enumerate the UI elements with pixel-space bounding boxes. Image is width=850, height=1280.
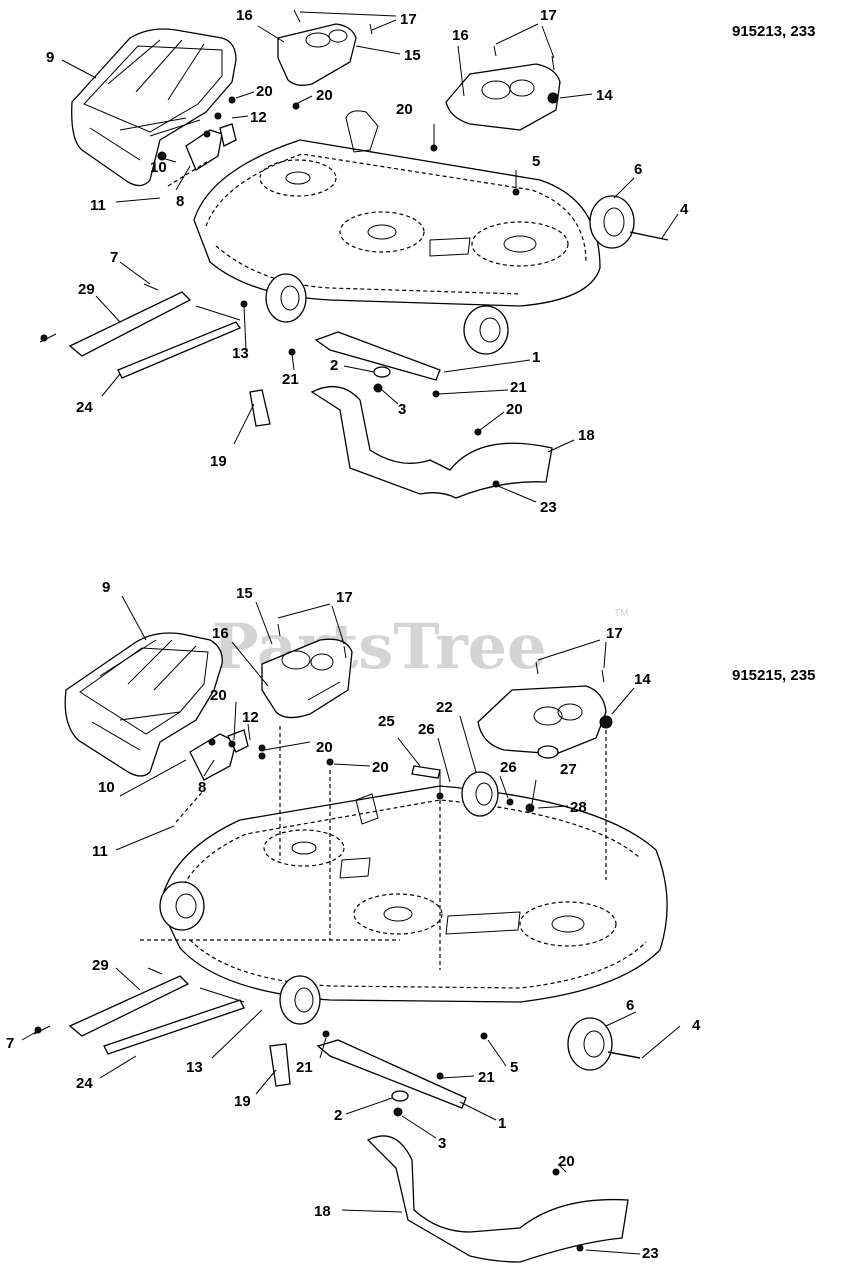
- callout-21-upper-a: 21: [282, 371, 299, 388]
- callout-20-lower-b: 20: [316, 739, 333, 756]
- baffle-upper: [310, 385, 553, 499]
- gauge-wheels-upper: [265, 195, 669, 355]
- belt-cover-left-upper: [277, 23, 357, 86]
- model-number-upper: 915213, 233: [732, 23, 815, 40]
- callout-20-upper-d: 20: [506, 401, 523, 418]
- callout-24-lower: 24: [76, 1075, 93, 1092]
- callout-20-upper-c: 20: [396, 101, 413, 118]
- callout-23-upper: 23: [540, 499, 557, 516]
- callout-5-lower: 5: [510, 1059, 518, 1076]
- mower-deck-lower: [159, 785, 668, 1003]
- guide-lines-lower: [140, 726, 607, 970]
- callout-20-lower-c: 20: [372, 759, 389, 776]
- discharge-chute-lower: [64, 632, 223, 777]
- callout-26-lower-a: 26: [418, 721, 435, 738]
- callout-18-lower: 18: [314, 1203, 331, 1220]
- callout-15-upper: 15: [404, 47, 421, 64]
- callout-16-upper-b: 16: [452, 27, 469, 44]
- lower-assembly: 9 15 17 16 17 14 20 12 20 20 25 26 22 26…: [6, 579, 701, 1263]
- callout-20-lower-d: 20: [558, 1153, 575, 1170]
- callout-25-lower: 25: [378, 713, 395, 730]
- callout-15-lower: 15: [236, 585, 253, 602]
- front-link-upper: [39, 283, 241, 379]
- discharge-chute-upper: [71, 28, 237, 187]
- callout-8-upper: 8: [176, 193, 184, 210]
- callout-10-upper: 10: [150, 159, 167, 176]
- callout-9-upper: 9: [46, 49, 54, 66]
- callout-10-lower: 10: [98, 779, 115, 796]
- callout-11-lower: 11: [92, 843, 108, 860]
- callouts-upper: 9 16 17 15 16 17 14 20 20 12 20 5 6 4 10…: [46, 7, 689, 516]
- belt-cover-left-lower: [261, 638, 353, 719]
- callout-8-lower: 8: [198, 779, 206, 796]
- callout-17-upper-a: 17: [400, 11, 417, 28]
- callout-29-lower: 29: [92, 957, 109, 974]
- callout-22-lower: 22: [436, 699, 453, 716]
- belt-cover-right-upper: [445, 63, 561, 131]
- callouts-lower: 9 15 17 16 17 14 20 12 20 20 25 26 22 26…: [6, 579, 701, 1262]
- callout-11-upper: 11: [90, 197, 106, 214]
- callout-4-upper: 4: [680, 201, 689, 218]
- callout-29-upper: 29: [78, 281, 95, 298]
- callout-6-upper: 6: [634, 161, 642, 178]
- callout-9-lower: 9: [102, 579, 110, 596]
- callout-7-lower: 7: [6, 1035, 14, 1052]
- callout-3-lower: 3: [438, 1135, 446, 1152]
- blade-upper: [314, 331, 441, 393]
- callout-6-lower: 6: [626, 997, 634, 1014]
- gauge-wheels-lower: [159, 765, 641, 1071]
- callout-5-upper: 5: [532, 153, 540, 170]
- callout-21-lower-b: 21: [478, 1069, 495, 1086]
- mower-deck-upper: [193, 110, 601, 307]
- callout-1-lower: 1: [498, 1115, 506, 1132]
- hinge-bracket-upper: [157, 123, 237, 187]
- callout-18-upper: 18: [578, 427, 595, 444]
- callout-3-upper: 3: [398, 401, 406, 418]
- callout-20-upper-b: 20: [316, 87, 333, 104]
- callout-26-lower-b: 26: [500, 759, 517, 776]
- deflector-upper: [249, 389, 271, 427]
- callout-12-upper: 12: [250, 109, 267, 126]
- hinge-bracket-lower: [175, 729, 249, 823]
- callout-12-lower: 12: [242, 709, 259, 726]
- callout-13-upper: 13: [232, 345, 249, 362]
- callout-20-upper-a: 20: [256, 83, 273, 100]
- callout-23-lower: 23: [642, 1245, 659, 1262]
- callout-1-upper: 1: [532, 349, 540, 366]
- callout-24-upper: 24: [76, 399, 93, 416]
- callout-28-lower: 28: [570, 799, 587, 816]
- baffle-lower: [366, 1135, 629, 1263]
- callout-19-lower: 19: [234, 1093, 251, 1110]
- blade-lower: [316, 1039, 467, 1117]
- callout-13-lower: 13: [186, 1059, 203, 1076]
- callout-16-upper-a: 16: [236, 7, 253, 24]
- callout-4-lower: 4: [692, 1017, 701, 1034]
- upper-assembly: 9 16 17 15 16 17 14 20 20 12 20 5 6 4 10…: [39, 7, 689, 516]
- callout-7-upper: 7: [110, 249, 118, 266]
- front-link-lower: [33, 967, 245, 1055]
- callout-21-upper-b: 21: [510, 379, 527, 396]
- callout-17-lower-b: 17: [606, 625, 623, 642]
- callout-2-upper: 2: [330, 357, 338, 374]
- callout-2-lower: 2: [334, 1107, 342, 1124]
- callout-16-lower: 16: [212, 625, 229, 642]
- belt-cover-right-lower: [477, 685, 613, 759]
- callout-19-upper: 19: [210, 453, 227, 470]
- callout-14-upper: 14: [596, 87, 613, 104]
- callout-27-lower: 27: [560, 761, 577, 778]
- watermark-trademark: TM: [614, 608, 628, 619]
- callout-14-lower: 14: [634, 671, 651, 688]
- callout-17-lower-a: 17: [336, 589, 353, 606]
- callout-20-lower-a: 20: [210, 687, 227, 704]
- callout-17-upper-b: 17: [540, 7, 557, 24]
- leader-lines-lower: [21, 595, 681, 1255]
- leader-lines-upper: [61, 11, 679, 503]
- model-number-lower: 915215, 235: [732, 667, 815, 684]
- callout-21-lower-a: 21: [296, 1059, 313, 1076]
- deflector-lower: [269, 1043, 291, 1087]
